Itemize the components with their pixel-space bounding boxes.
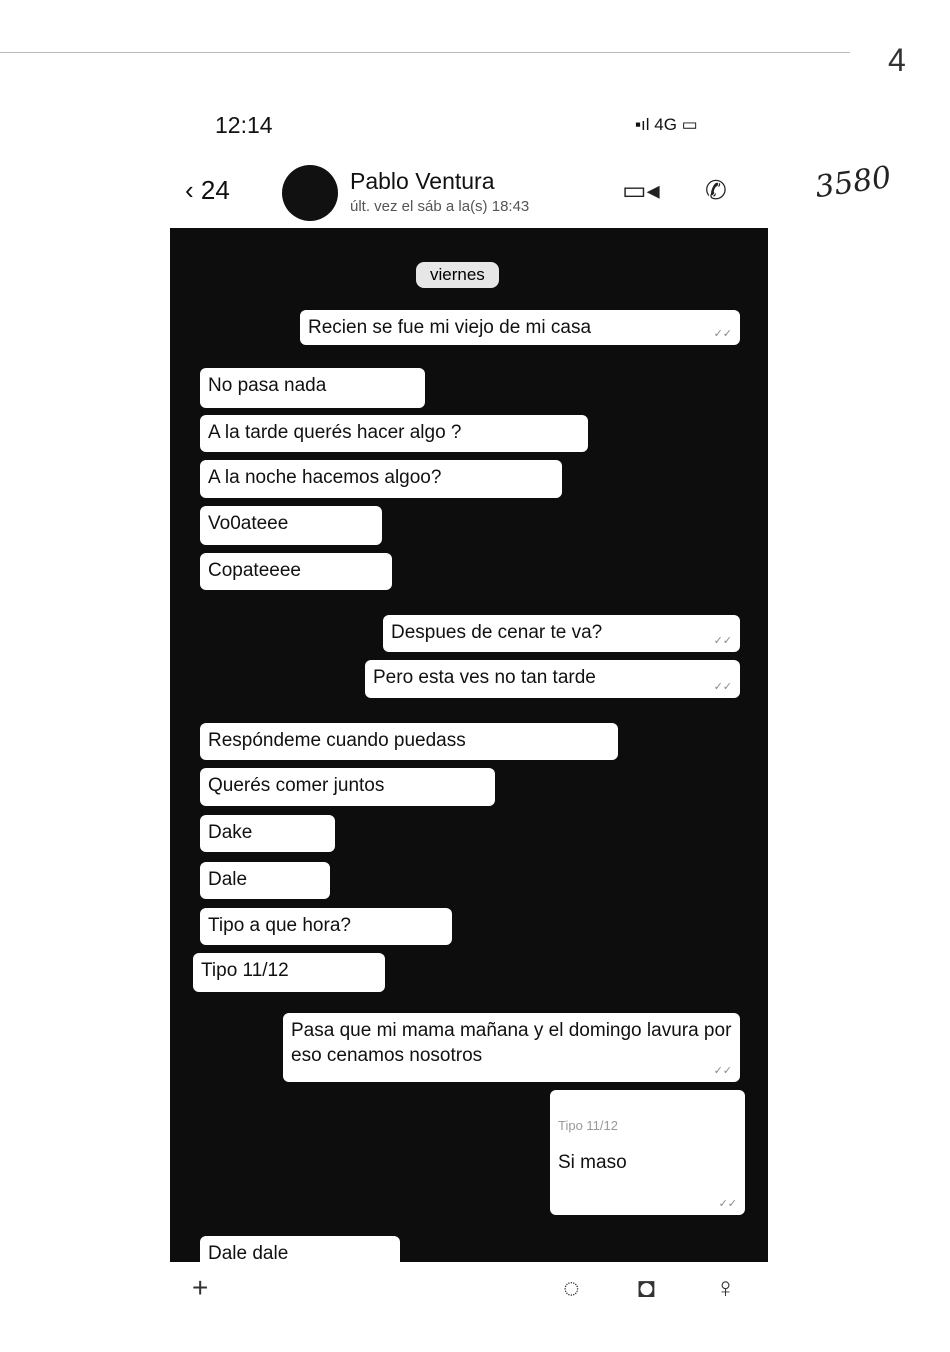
incoming-message[interactable]: Querés comer juntos	[200, 768, 495, 806]
incoming-message[interactable]: Tipo a que hora?	[200, 908, 452, 945]
message-text: Si maso	[558, 1151, 627, 1173]
incoming-message[interactable]: Dake	[200, 815, 335, 852]
incoming-message[interactable]: A la noche hacemos algoo?	[200, 460, 562, 498]
message-text: Pero esta ves no tan tarde	[373, 667, 596, 688]
quoted-message[interactable]: Tipo 11/12	[558, 1118, 618, 1133]
message-text: Tipo 11/12	[201, 960, 289, 981]
back-button[interactable]: ‹ 24	[185, 175, 230, 206]
video-call-icon[interactable]: ▭◂	[622, 175, 660, 205]
network-label: 4G	[654, 115, 677, 134]
chat-area[interactable]: viernes Recien se fue mi viejo de mi cas…	[170, 228, 768, 1262]
read-ticks-icon: ✓✓	[713, 680, 732, 693]
incoming-message[interactable]: Copateeee	[200, 553, 392, 590]
microphone-icon[interactable]: ♀	[715, 1272, 736, 1303]
chevron-left-icon: ‹	[185, 175, 201, 205]
incoming-message[interactable]: A la tarde querés hacer algo ?	[200, 415, 588, 452]
page-number: 4	[888, 42, 906, 78]
read-ticks-icon: ✓✓	[713, 1064, 732, 1077]
outgoing-message[interactable]: Tipo 11/12 Si maso ✓✓	[550, 1090, 745, 1215]
day-label: viernes	[416, 262, 499, 288]
message-text: A la noche hacemos algoo?	[208, 467, 442, 488]
read-ticks-icon: ✓✓	[718, 1197, 737, 1210]
read-ticks-icon: ✓✓	[713, 327, 732, 340]
status-time: 12:14	[215, 112, 273, 138]
outgoing-message[interactable]: Pero esta ves no tan tarde ✓✓	[365, 660, 740, 698]
incoming-message[interactable]: No pasa nada	[200, 368, 425, 408]
message-text: Respóndeme cuando puedass	[208, 730, 466, 751]
message-text: Despues de cenar te va?	[391, 622, 603, 643]
last-seen: últ. vez el sáb a la(s) 18:43	[350, 198, 530, 215]
message-text: Copateeee	[208, 560, 301, 581]
plus-icon[interactable]: +	[192, 1272, 209, 1303]
battery-icon: ▭	[681, 115, 698, 134]
camera-icon[interactable]: ◘	[638, 1272, 655, 1303]
read-ticks-icon: ✓✓	[713, 634, 732, 647]
message-text: No pasa nada	[208, 375, 327, 396]
message-text: Tipo a que hora?	[208, 915, 351, 936]
avatar[interactable]	[282, 165, 338, 221]
message-text: A la tarde querés hacer algo ?	[208, 422, 462, 443]
signal-icon: ▪ıl	[635, 115, 655, 134]
header-rule	[0, 52, 850, 53]
incoming-message[interactable]: Dale	[200, 862, 330, 899]
incoming-message[interactable]: Respóndeme cuando puedass	[200, 723, 618, 760]
outgoing-message[interactable]: Despues de cenar te va? ✓✓	[383, 615, 740, 652]
sticker-icon[interactable]: ◌	[563, 1272, 580, 1303]
incoming-message[interactable]: Tipo 11/12	[193, 953, 385, 992]
incoming-message[interactable]: Vo0ateee	[200, 506, 382, 545]
message-text: Vo0ateee	[208, 513, 289, 534]
handwritten-note: 3580	[812, 159, 894, 206]
message-text: Dale dale	[208, 1243, 289, 1262]
incoming-message[interactable]: Dale dale	[200, 1236, 400, 1262]
message-text: Pasa que mi mama mañana y el domingo lav…	[291, 1020, 732, 1066]
outgoing-message[interactable]: Pasa que mi mama mañana y el domingo lav…	[283, 1013, 740, 1082]
phone-call-icon[interactable]: ✆	[705, 175, 727, 205]
message-text: Recien se fue mi viejo de mi casa	[308, 317, 592, 338]
message-text: Dake	[208, 822, 253, 843]
message-text: Dale	[208, 869, 248, 890]
contact-name[interactable]: Pablo Ventura	[350, 168, 495, 194]
outgoing-message[interactable]: Recien se fue mi viejo de mi casa ✓✓	[300, 310, 740, 345]
unread-count: 24	[200, 175, 230, 205]
status-icons: ▪ıl 4G ▭	[635, 115, 698, 135]
message-text: Querés comer juntos	[208, 775, 385, 796]
